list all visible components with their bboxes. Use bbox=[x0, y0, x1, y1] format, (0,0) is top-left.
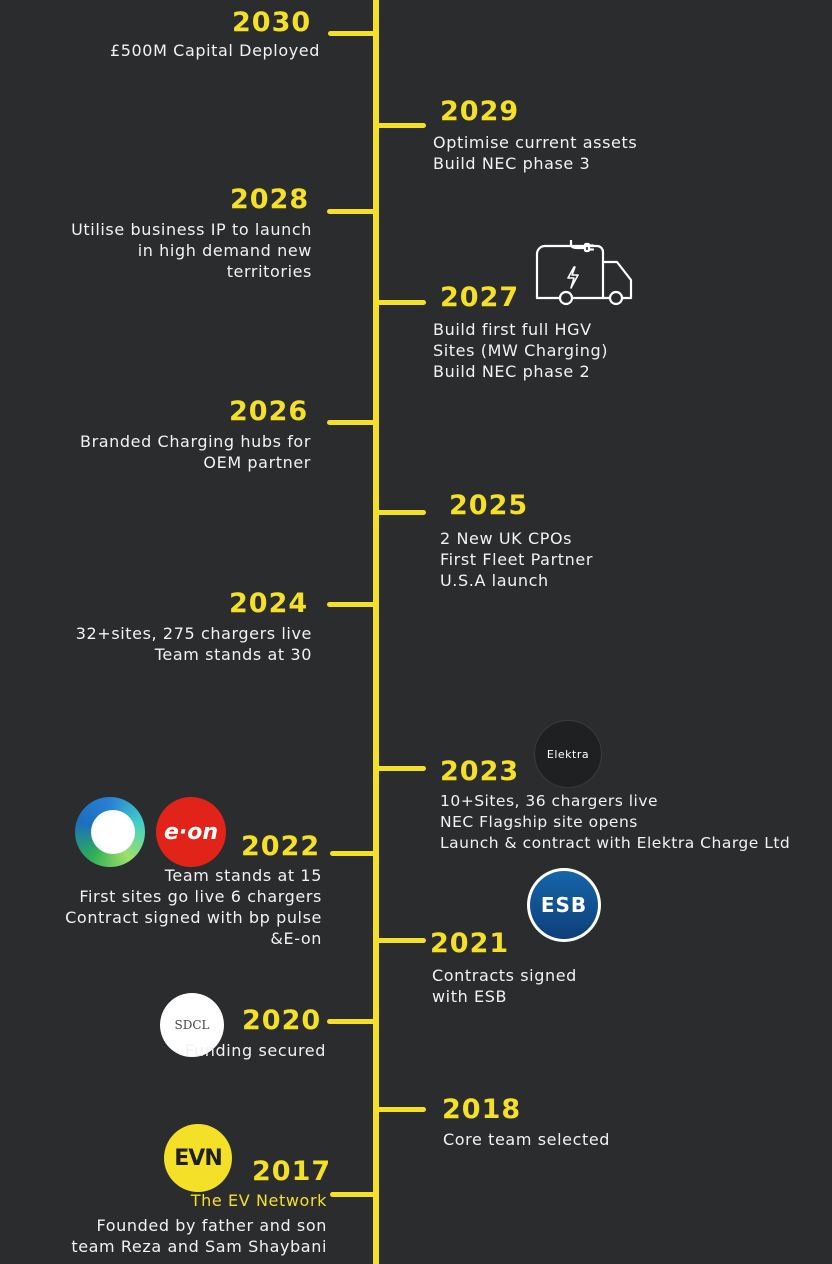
year-2021: 2021 bbox=[430, 928, 510, 959]
year-2023: 2023 bbox=[440, 756, 520, 787]
year-2029: 2029 bbox=[440, 96, 520, 127]
connector-2028 bbox=[327, 209, 376, 214]
connector-2022 bbox=[330, 851, 376, 856]
electric-truck-icon bbox=[535, 240, 633, 306]
timeline-spine bbox=[373, 0, 379, 1264]
milestone-2030-text: £500M Capital Deployed bbox=[109, 41, 320, 60]
connector-2018 bbox=[376, 1107, 426, 1112]
milestone-2021-text: Contracts signed with ESB bbox=[432, 966, 577, 1006]
connector-2021 bbox=[376, 938, 426, 943]
milestone-2018-text: Core team selected bbox=[443, 1130, 611, 1149]
elektra-logo: Elektra bbox=[534, 720, 602, 788]
evn-logo: EVN bbox=[164, 1124, 232, 1192]
year-2027: 2027 bbox=[440, 282, 520, 313]
year-2020: 2020 bbox=[242, 1005, 322, 1036]
milestone-2028-text: Utilise business IP to launch in high de… bbox=[71, 220, 312, 281]
connector-2020 bbox=[327, 1019, 376, 1024]
connector-2017 bbox=[330, 1192, 376, 1197]
milestone-2020-text: Funding secured bbox=[185, 1041, 326, 1060]
year-2022: 2022 bbox=[241, 831, 321, 862]
connector-2024 bbox=[327, 602, 376, 607]
year-2026: 2026 bbox=[229, 396, 309, 427]
year-2024: 2024 bbox=[229, 588, 309, 619]
connector-2025 bbox=[376, 510, 426, 515]
milestone-2025-text: 2 New UK CPOs First Fleet Partner U.S.A … bbox=[440, 529, 594, 590]
sdcl-logo: SDCL bbox=[160, 993, 224, 1057]
milestone-2026-text: Branded Charging hubs for OEM partner bbox=[80, 432, 311, 472]
bp-pulse-logo bbox=[75, 797, 145, 867]
milestone-2022-text: Team stands at 15 First sites go live 6 … bbox=[65, 866, 322, 948]
year-2030: 2030 bbox=[232, 7, 312, 38]
milestone-2029-text: Optimise current assets Build NEC phase … bbox=[433, 133, 638, 173]
connector-2030 bbox=[328, 31, 376, 36]
year-2025: 2025 bbox=[449, 490, 529, 521]
milestone-2017-text: Founded by father and son team Reza and … bbox=[71, 1216, 327, 1256]
milestone-2024-text: 32+sites, 275 chargers live Team stands … bbox=[75, 624, 312, 664]
esb-logo: ESB bbox=[527, 868, 601, 942]
connector-2026 bbox=[327, 420, 376, 425]
bp-pulse-logo-center bbox=[91, 810, 135, 854]
year-2018: 2018 bbox=[442, 1094, 522, 1125]
connector-2029 bbox=[376, 123, 426, 128]
year-2017: 2017 bbox=[252, 1156, 332, 1187]
year-2028: 2028 bbox=[230, 184, 310, 215]
milestone-2023-text: 10+Sites, 36 chargers live NEC Flagship … bbox=[440, 792, 791, 852]
evn-tagline: The EV Network bbox=[190, 1191, 327, 1210]
eon-logo: e·on bbox=[156, 797, 226, 867]
milestone-2027-text: Build first full HGV Sites (MW Charging)… bbox=[433, 320, 609, 381]
connector-2027 bbox=[376, 300, 426, 305]
connector-2023 bbox=[376, 766, 426, 771]
